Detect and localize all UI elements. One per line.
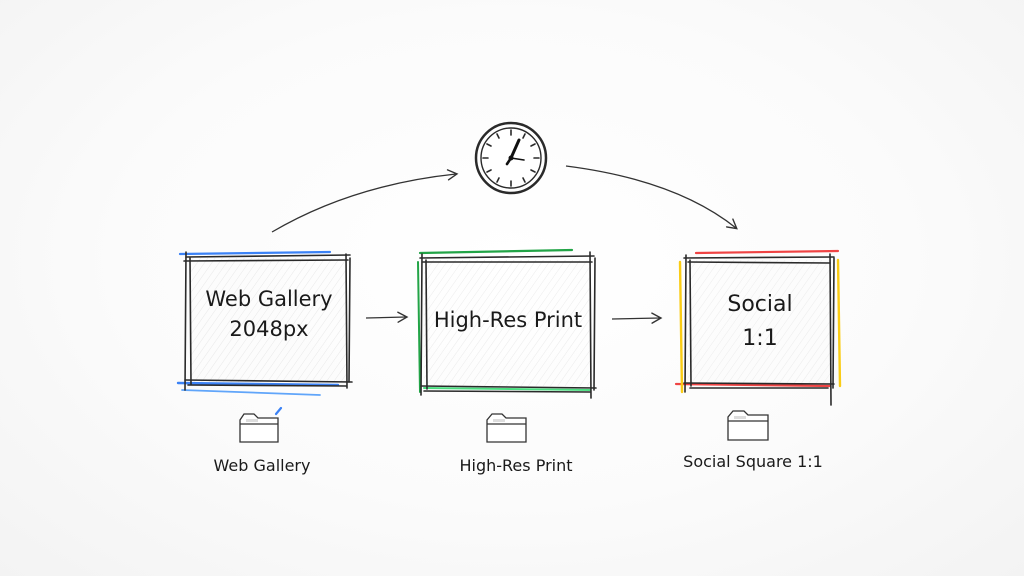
folder-icon-web-gallery xyxy=(239,406,283,443)
arrow-curve-from-clock xyxy=(565,165,738,230)
caption-web-gallery: Web Gallery xyxy=(213,456,311,475)
clock-icon xyxy=(474,121,548,195)
stage-title-high-res-print: High-Res Print xyxy=(424,305,592,335)
stage-title-line: 1:1 xyxy=(742,326,778,351)
folder-icon-social xyxy=(727,410,769,441)
stage-title-line: Social xyxy=(727,292,793,317)
stage-title-social: Social 1:1 xyxy=(688,288,832,356)
stage-title-line: 2048px xyxy=(229,317,309,341)
stage-title-web-gallery: Web Gallery 2048px xyxy=(190,284,348,344)
stage-box-web-gallery xyxy=(176,250,353,396)
stage-box-social xyxy=(674,249,842,406)
arrow-curve-to-clock xyxy=(271,169,459,233)
folder-icon-high-res-print xyxy=(486,413,527,443)
arrow-print-to-social xyxy=(611,312,663,324)
stage-title-line: High-Res Print xyxy=(433,308,583,332)
stage-box-high-res-print xyxy=(417,248,597,399)
arrow-web-to-print xyxy=(365,311,409,323)
caption-high-res-print: High-Res Print xyxy=(459,456,573,475)
stage-title-line: Web Gallery xyxy=(205,287,333,311)
caption-social: Social Square 1:1 xyxy=(683,452,823,471)
